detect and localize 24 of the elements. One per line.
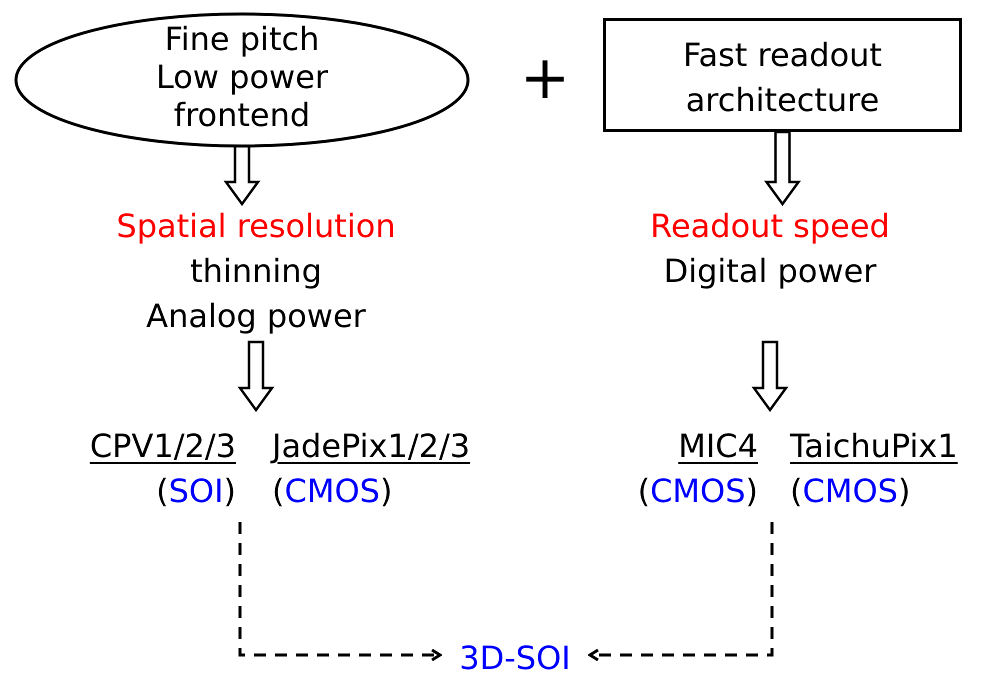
chip-name: CPV1/2/3 xyxy=(88,426,236,467)
dashed-arrow xyxy=(238,522,442,662)
hollow-arrow xyxy=(224,144,260,206)
chip-name: MIC4 xyxy=(677,426,758,467)
technology-label: (SOI) xyxy=(155,471,236,512)
technology-label: (CMOS) xyxy=(272,471,394,512)
feature-text: Fast readout architecture xyxy=(682,35,883,121)
process-box xyxy=(603,18,962,132)
feature-text: Fine pitch Low power frontend xyxy=(154,20,330,134)
goal-text: Readout speed xyxy=(649,206,891,247)
hollow-arrow xyxy=(752,340,788,412)
chip-name: TaichuPix1 xyxy=(790,426,959,467)
technology-label: 3D-SOI xyxy=(458,638,572,674)
requirement-text: thinning xyxy=(189,251,323,292)
hollow-arrow xyxy=(764,130,801,206)
plus-sign: + xyxy=(520,48,570,108)
requirement-text: Analog power xyxy=(145,296,367,337)
technology-label: (CMOS) xyxy=(636,471,758,512)
dashed-arrow xyxy=(588,522,774,662)
hollow-arrow xyxy=(238,340,274,412)
requirement-text: Digital power xyxy=(662,251,878,292)
chip-name: JadePix1/2/3 xyxy=(272,426,472,467)
goal-text: Spatial resolution xyxy=(115,206,397,247)
technology-label: (CMOS) xyxy=(790,471,912,512)
